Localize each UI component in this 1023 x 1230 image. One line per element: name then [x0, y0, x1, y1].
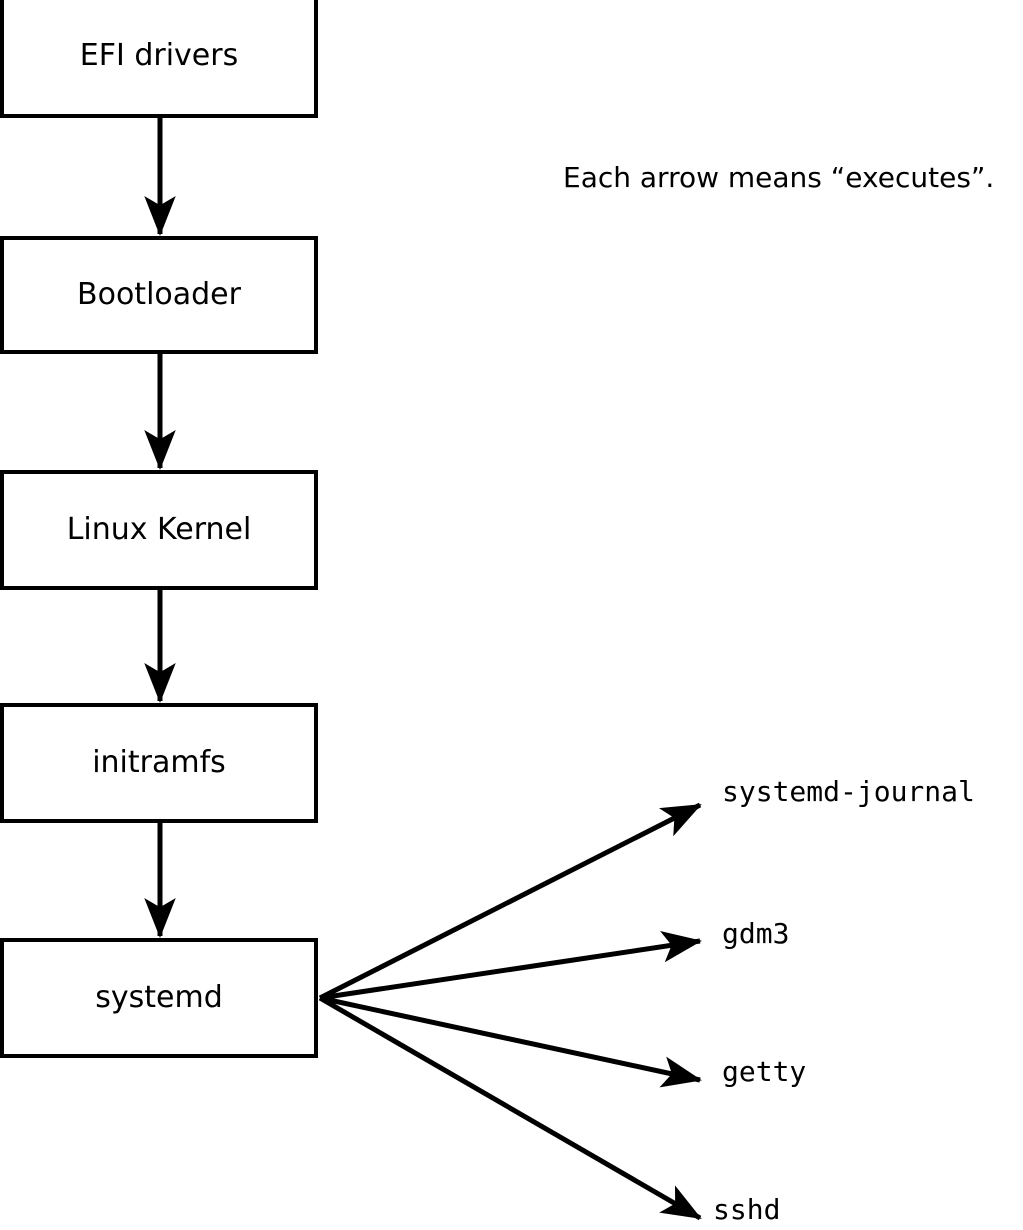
node-box-bootloader[interactable]: Bootloader [0, 236, 318, 354]
service-label-getty[interactable]: getty [722, 1055, 807, 1088]
node-label-initramfs: initramfs [92, 745, 226, 780]
node-box-efi-drivers[interactable]: EFI drivers [0, 0, 318, 118]
service-arrow-group [318, 802, 702, 1221]
node-label-linux-kernel: Linux Kernel [66, 512, 252, 547]
node-label-bootloader: Bootloader [77, 277, 241, 312]
arrow-systemd-to-sshd [318, 995, 702, 1221]
node-box-systemd[interactable]: systemd [0, 938, 318, 1058]
service-label-gdm3[interactable]: gdm3 [722, 917, 790, 950]
node-box-linux-kernel[interactable]: Linux Kernel [0, 470, 318, 590]
service-label-sshd[interactable]: sshd [713, 1193, 781, 1226]
service-label-systemd-journal[interactable]: systemd-journal [722, 775, 975, 808]
node-box-initramfs[interactable]: initramfs [0, 703, 318, 823]
arrow-systemd-to-gdm3 [319, 931, 702, 1001]
arrow-systemd-to-getty [319, 995, 702, 1088]
node-label-systemd: systemd [95, 980, 223, 1015]
node-label-efi-drivers: EFI drivers [79, 38, 239, 73]
arrow-systemd-to-systemd-journal [318, 802, 702, 1001]
legend-caption: Each arrow means “executes”. [563, 161, 995, 194]
